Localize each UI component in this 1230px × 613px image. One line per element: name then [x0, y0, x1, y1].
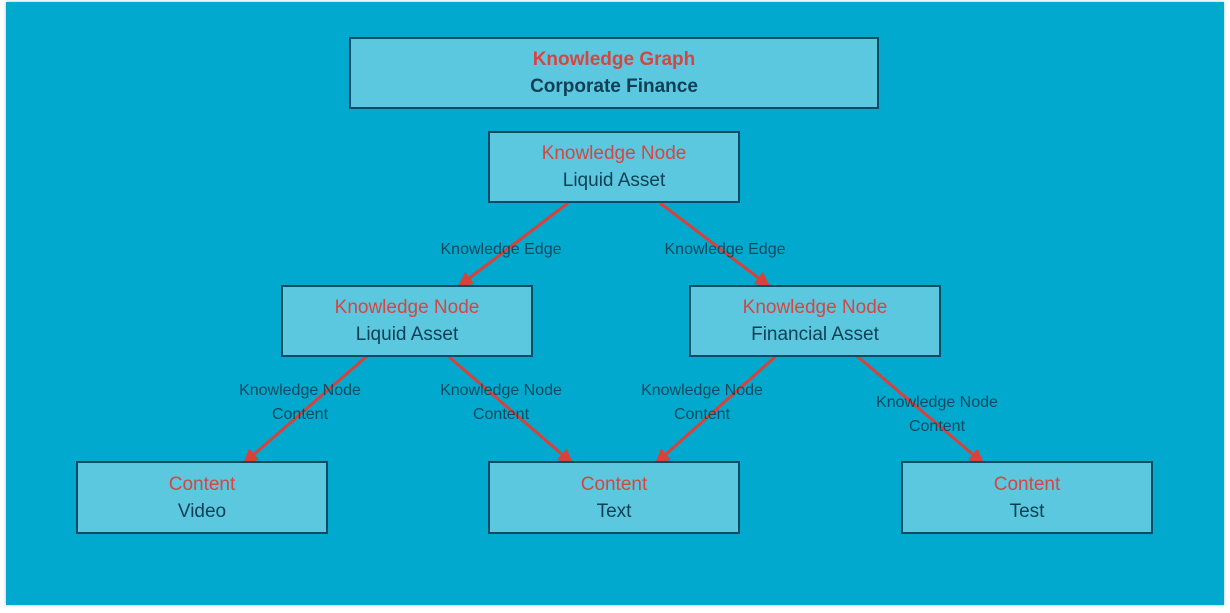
- edge-n2-c2: [447, 354, 574, 465]
- edge-label-n3-c2: Knowledge Node Content: [641, 379, 763, 427]
- edge-label-n1-n3: Knowledge Edge: [665, 238, 786, 262]
- edge-label-n2-c2: Knowledge Node Content: [440, 379, 562, 427]
- edge-label-line1: Knowledge Node: [440, 382, 562, 399]
- node-knowledge-graph[interactable]: Knowledge Graph Corporate Finance: [349, 37, 879, 109]
- edge-label-line1: Knowledge Node: [641, 382, 763, 399]
- edge-label-n3-c3: Knowledge Node Content: [876, 391, 998, 439]
- node-liquid-asset-left[interactable]: Knowledge Node Liquid Asset: [281, 285, 533, 357]
- edge-n3-c2: [654, 354, 777, 465]
- edge-n1-n2: [457, 201, 569, 288]
- node-type-label: Content: [580, 473, 648, 495]
- edge-label-text: Knowledge Edge: [664, 241, 786, 258]
- node-content-video[interactable]: Content Video: [76, 461, 328, 534]
- edge-label-line2: Content: [271, 406, 329, 423]
- edge-n3-c3: [856, 354, 985, 465]
- node-type-label: Knowledge Node: [541, 143, 687, 164]
- node-liquid-asset-top[interactable]: Knowledge Node Liquid Asset: [488, 131, 740, 203]
- edge-label-line2: Content: [472, 406, 530, 423]
- node-content-test[interactable]: Content Test: [901, 461, 1153, 534]
- node-name-label: Test: [1009, 500, 1045, 522]
- edge-label-line1: Knowledge Node: [876, 394, 998, 411]
- node-name-label: Liquid Asset: [562, 170, 666, 191]
- node-type-label: Content: [168, 473, 236, 495]
- edge-label-text: Knowledge Edge: [440, 241, 562, 258]
- node-financial-asset[interactable]: Knowledge Node Financial Asset: [689, 285, 941, 357]
- edge-label-n2-c1: Knowledge Node Content: [239, 379, 361, 427]
- node-type-label: Knowledge Graph: [532, 49, 696, 70]
- edge-n1-n3: [659, 201, 771, 288]
- node-type-label: Knowledge Node: [742, 297, 888, 318]
- node-type-label: Knowledge Node: [334, 297, 480, 318]
- edge-label-n1-n2: Knowledge Edge: [441, 238, 562, 262]
- node-type-label: Content: [993, 473, 1061, 495]
- edge-label-line1: Knowledge Node: [239, 382, 361, 399]
- node-name-label: Text: [596, 500, 632, 522]
- node-name-label: Liquid Asset: [355, 324, 459, 345]
- edge-label-line2: Content: [673, 406, 731, 423]
- edge-n2-c1: [242, 354, 368, 465]
- node-content-text[interactable]: Content Text: [488, 461, 740, 534]
- node-name-label: Corporate Finance: [530, 76, 698, 97]
- node-name-label: Video: [177, 500, 227, 522]
- edge-label-line2: Content: [908, 418, 966, 435]
- node-name-label: Financial Asset: [751, 324, 879, 345]
